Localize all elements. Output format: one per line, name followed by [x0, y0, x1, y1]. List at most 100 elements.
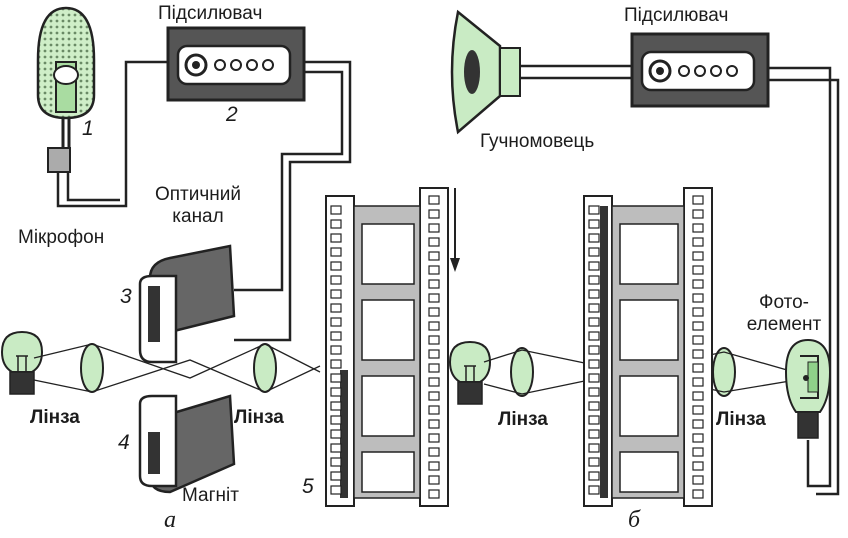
- down-arrow-icon: [450, 188, 460, 272]
- number-2: 2: [226, 103, 238, 126]
- film-perforation: [588, 219, 600, 229]
- film-perforation: [588, 485, 600, 495]
- microphone-wire: [56, 60, 170, 208]
- film-perforation: [330, 205, 342, 215]
- film-perforation: [588, 331, 600, 341]
- lens-right-1: [510, 347, 534, 397]
- film-perforation: [330, 415, 342, 425]
- optical-channel-line2: канал: [172, 206, 224, 227]
- photocell-wire: [768, 66, 840, 496]
- film-perforation: [692, 349, 704, 359]
- film-perforation: [588, 303, 600, 313]
- film-perforation: [692, 223, 704, 233]
- magnet-lower-icon: [138, 394, 236, 494]
- film-perforation: [692, 475, 704, 485]
- film-perforation: [330, 289, 342, 299]
- film-perforation: [692, 251, 704, 261]
- amplifier-right-icon: [630, 32, 770, 108]
- film-perforation: [428, 461, 440, 471]
- film-perforation: [330, 387, 342, 397]
- film-perforation: [330, 303, 342, 313]
- film-perforation: [588, 471, 600, 481]
- film-perforation: [588, 373, 600, 383]
- microphone-icon: [36, 6, 96, 173]
- number-3: 3: [120, 285, 132, 308]
- film-perforation: [692, 461, 704, 471]
- film-perforation: [588, 289, 600, 299]
- film-perforation: [588, 345, 600, 355]
- number-5: 5: [302, 475, 314, 498]
- film-perforation: [588, 401, 600, 411]
- film-strip-left: [325, 187, 449, 507]
- film-perforation: [588, 275, 600, 285]
- amplifier-right-label: Підсилювач: [624, 5, 729, 26]
- film-perforation: [428, 335, 440, 345]
- film-perforation: [428, 251, 440, 261]
- film-perforation: [692, 363, 704, 373]
- film-perforation: [692, 237, 704, 247]
- film-perforation: [330, 373, 342, 383]
- photocell-label: Фото- елемент: [734, 292, 834, 336]
- film-perforation: [692, 209, 704, 219]
- film-perforation: [330, 317, 342, 327]
- film-perforation: [588, 261, 600, 271]
- film-perforation: [588, 429, 600, 439]
- film-perforation: [692, 391, 704, 401]
- lens-left-2: [253, 343, 277, 393]
- film-perforation: [428, 433, 440, 443]
- film-perforation: [428, 223, 440, 233]
- number-4: 4: [118, 431, 130, 454]
- film-perforation: [428, 489, 440, 499]
- film-perforation: [588, 359, 600, 369]
- film-perforation: [428, 419, 440, 429]
- photocell-line2: елемент: [746, 314, 822, 335]
- film-perforation: [330, 275, 342, 285]
- film-perforation: [428, 195, 440, 205]
- amplifier-left-label: Підсилювач: [158, 3, 263, 24]
- film-perforation: [330, 471, 342, 481]
- film-perforation: [692, 419, 704, 429]
- film-perforation: [692, 265, 704, 275]
- film-perforation: [692, 293, 704, 303]
- film-perforation: [428, 237, 440, 247]
- lens-right-label-2: Лінза: [716, 409, 766, 430]
- film-perforation: [330, 331, 342, 341]
- film-perforation: [330, 345, 342, 355]
- photocell-line1: Фото-: [759, 292, 809, 313]
- film-perforation: [428, 405, 440, 415]
- film-perforation: [330, 219, 342, 229]
- lens-right-2: [712, 347, 736, 397]
- lamp-left-icon: [0, 330, 44, 395]
- film-perforation: [330, 401, 342, 411]
- speaker-icon: [450, 9, 521, 135]
- film-perforation: [692, 335, 704, 345]
- film-perforation: [692, 279, 704, 289]
- film-perforation: [428, 293, 440, 303]
- lamp-right-icon: [448, 340, 492, 405]
- lens-left-1: [80, 343, 104, 393]
- optical-channel-label: Оптичний канал: [150, 184, 246, 228]
- film-perforation: [428, 377, 440, 387]
- film-perforation: [588, 443, 600, 453]
- optical-channel-line1: Оптичний: [154, 184, 241, 205]
- film-perforation: [692, 307, 704, 317]
- amplifier-output-wire: [234, 60, 352, 342]
- caption-b: б: [628, 507, 641, 533]
- film-perforation: [588, 317, 600, 327]
- film-perforation: [428, 349, 440, 359]
- microphone-label: Мікрофон: [18, 227, 105, 248]
- film-perforation: [588, 415, 600, 425]
- film-perforation: [428, 363, 440, 373]
- amplifier-left-icon: [166, 26, 306, 102]
- film-perforation: [588, 247, 600, 257]
- photocell-icon: [784, 338, 832, 439]
- film-perforation: [330, 429, 342, 439]
- film-perforation: [692, 321, 704, 331]
- film-perforation: [428, 321, 440, 331]
- light-rays-left: [33, 343, 321, 393]
- film-perforation: [692, 489, 704, 499]
- number-1: 1: [82, 117, 94, 140]
- film-perforation: [428, 279, 440, 289]
- caption-a: а: [164, 507, 176, 533]
